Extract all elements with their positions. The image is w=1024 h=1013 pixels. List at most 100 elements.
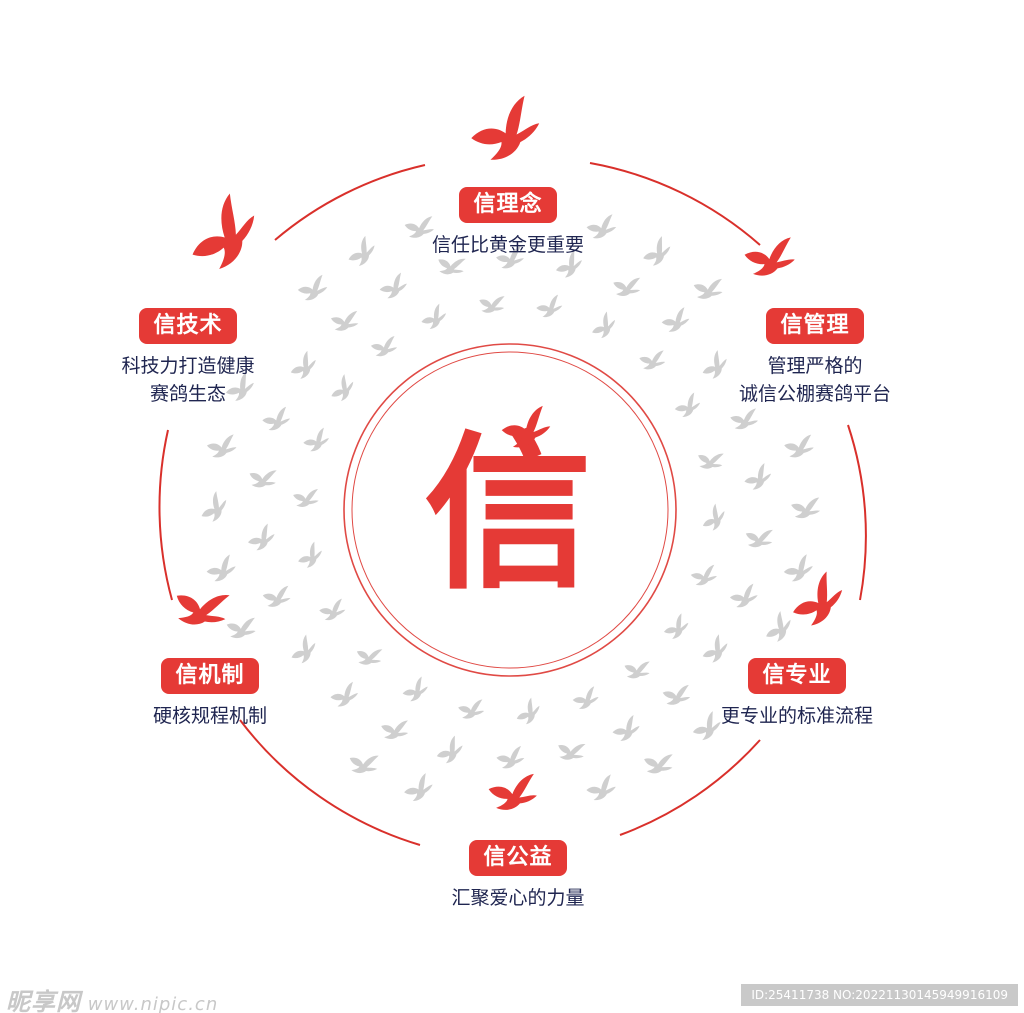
node-desc-line: 管理严格的 [767, 355, 863, 377]
gray-dove-icon [194, 488, 233, 526]
gray-dove-icon [418, 302, 449, 331]
gray-dove-icon [696, 501, 731, 534]
gray-dove-icon [369, 332, 399, 359]
node-title: 信公益 [469, 840, 567, 876]
gray-dove-icon [400, 675, 430, 703]
gray-dove-icon [728, 403, 761, 433]
bird-right-icon [783, 568, 851, 631]
gray-dove-icon [640, 745, 677, 780]
node-charity: 信公益 汇聚爱心的力量 [408, 840, 628, 912]
node-desc: 硬核规程机制 [100, 702, 320, 730]
bird-left-bottom-icon [167, 572, 237, 640]
node-title: 信技术 [139, 308, 237, 344]
gray-dove-icon [585, 774, 617, 801]
inner-ring-inner [351, 351, 669, 669]
gray-dove-icon [660, 307, 690, 333]
gray-dove-icon [609, 269, 645, 302]
watermark-site: 昵享网 www.nipic.cn [6, 982, 219, 1013]
gray-dove-icon [637, 345, 668, 373]
bird-bottom-icon [485, 765, 542, 817]
node-desc: 信任比黄金更重要 [398, 231, 618, 259]
gray-dove-icon [758, 608, 797, 646]
node-desc: 管理严格的 诚信公棚赛鸽平台 [705, 352, 925, 408]
ring-arc-left [158, 429, 173, 601]
node-desc-line: 诚信公棚赛鸽平台 [738, 383, 891, 405]
node-desc-line: 科技力打造健康 [121, 355, 255, 377]
inner-ring-outer [343, 343, 677, 677]
gray-dove-icon [302, 427, 331, 453]
gray-dove-icon [325, 372, 359, 405]
node-title: 信机制 [161, 658, 259, 694]
gray-dove-icon [572, 686, 599, 710]
gray-dove-icon [205, 553, 238, 583]
gray-dove-icon [262, 406, 291, 431]
gray-dove-icon [638, 234, 675, 269]
node-desc-line: 信任比黄金更重要 [431, 234, 584, 256]
node-management: 信管理 管理严格的 诚信公棚赛鸽平台 [705, 308, 925, 408]
gray-dove-icon [205, 430, 239, 461]
gray-dove-icon [741, 462, 774, 492]
gray-dove-icon [297, 274, 328, 301]
gray-dove-icon [782, 430, 816, 461]
gray-dove-icon [621, 653, 654, 684]
node-desc-line: 更专业的标准流程 [720, 705, 873, 727]
node-desc-line: 硬核规程机制 [152, 705, 267, 727]
node-mechanism: 信机制 硬核规程机制 [100, 658, 320, 730]
outer-ring [158, 162, 867, 846]
watermark-url: www.nipic.cn [87, 994, 219, 1013]
bird-top-left-icon [175, 188, 269, 278]
gray-dove-icon [318, 597, 346, 622]
watermark-id: ID:25411738 NO:20221130145949916109 [741, 984, 1018, 1006]
ring-arc-top-right [589, 162, 761, 246]
node-title: 信管理 [766, 308, 864, 344]
ring-arc-top-left [274, 164, 426, 241]
gray-dove-icon [377, 271, 409, 300]
gray-dove-icon [456, 694, 487, 722]
gray-dove-icon [342, 234, 380, 270]
gray-dove-icon [672, 391, 703, 419]
ring-arc-bottom-right [619, 739, 761, 836]
gray-dove-icon [536, 294, 563, 318]
gray-dove-icon [329, 681, 359, 708]
gray-dove-icon [660, 612, 692, 641]
gray-dove-icon [328, 304, 362, 336]
gray-dove-icon [261, 581, 293, 610]
node-title: 信理念 [459, 187, 557, 223]
node-professional: 信专业 更专业的标准流程 [687, 658, 907, 730]
center-emblem: 信 [343, 343, 677, 677]
center-character: 信 [424, 416, 592, 612]
gray-dove-icon [586, 309, 620, 341]
gray-dove-icon [788, 490, 824, 524]
node-technology: 信技术 科技力打造健康 赛鸽生态 [78, 308, 298, 408]
gray-dove-icon [245, 460, 281, 494]
ring-arc-right [847, 424, 867, 601]
gray-dove-icon [782, 553, 815, 583]
gray-dove-icon [690, 271, 727, 305]
watermark-brand: 昵享网 [6, 988, 81, 1013]
node-desc-line: 汇聚爱心的力量 [451, 887, 585, 909]
node-title: 信专业 [748, 658, 846, 694]
node-desc-line: 赛鸽生态 [149, 383, 226, 405]
gray-dove-icon [741, 520, 777, 554]
bird-top-icon [466, 94, 544, 163]
node-desc: 汇聚爱心的力量 [408, 884, 628, 912]
gray-dove-icon [610, 714, 642, 743]
node-concept: 信理念 信任比黄金更重要 [398, 187, 618, 259]
gray-dove-icon [223, 610, 260, 644]
gray-dove-icon [729, 583, 758, 608]
gray-dove-icon [553, 733, 590, 767]
gray-dove-icon [693, 443, 728, 476]
gray-dove-icon [475, 288, 509, 319]
gray-dove-icon [244, 522, 278, 552]
node-desc: 科技力打造健康 赛鸽生态 [78, 352, 298, 408]
gray-dove-icon [511, 695, 545, 728]
gray-dove-icon [401, 772, 436, 803]
ring-arc-bottom-left [239, 719, 421, 846]
gray-dove-icon [290, 482, 322, 512]
node-desc: 更专业的标准流程 [687, 702, 907, 730]
gray-dove-icon [293, 540, 326, 571]
gray-dove-icon [495, 743, 526, 770]
gray-dove-icon [378, 712, 412, 745]
